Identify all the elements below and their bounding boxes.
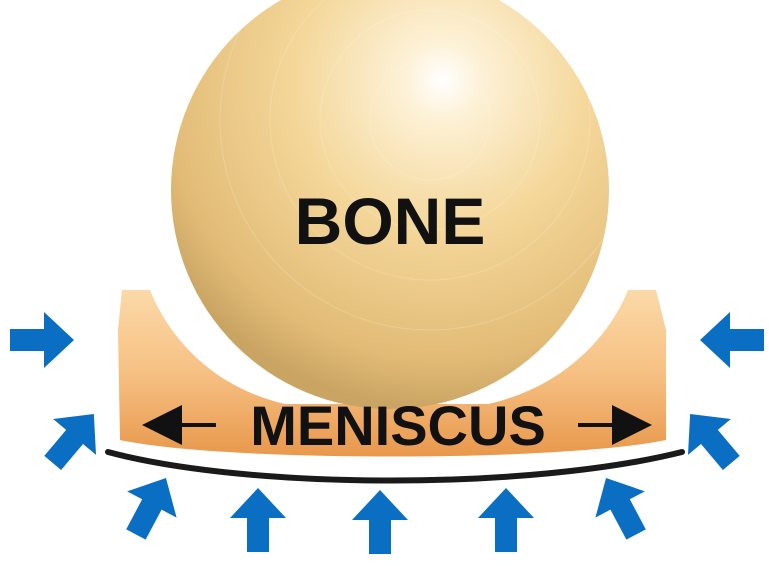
compression-arrow-icon [10, 312, 74, 368]
compression-arrow-icon [669, 396, 753, 481]
compression-arrow-icon [700, 312, 764, 368]
bone-label: BONE [295, 184, 486, 258]
compression-arrow-icon [111, 465, 190, 548]
meniscus-label: MENISCUS [250, 394, 546, 457]
compression-arrow-icon [581, 465, 660, 548]
compression-arrow-icon [230, 488, 286, 552]
compression-arrow-icon [478, 488, 534, 552]
compression-arrow-icon [31, 396, 115, 481]
compression-arrow-icon [352, 490, 408, 554]
